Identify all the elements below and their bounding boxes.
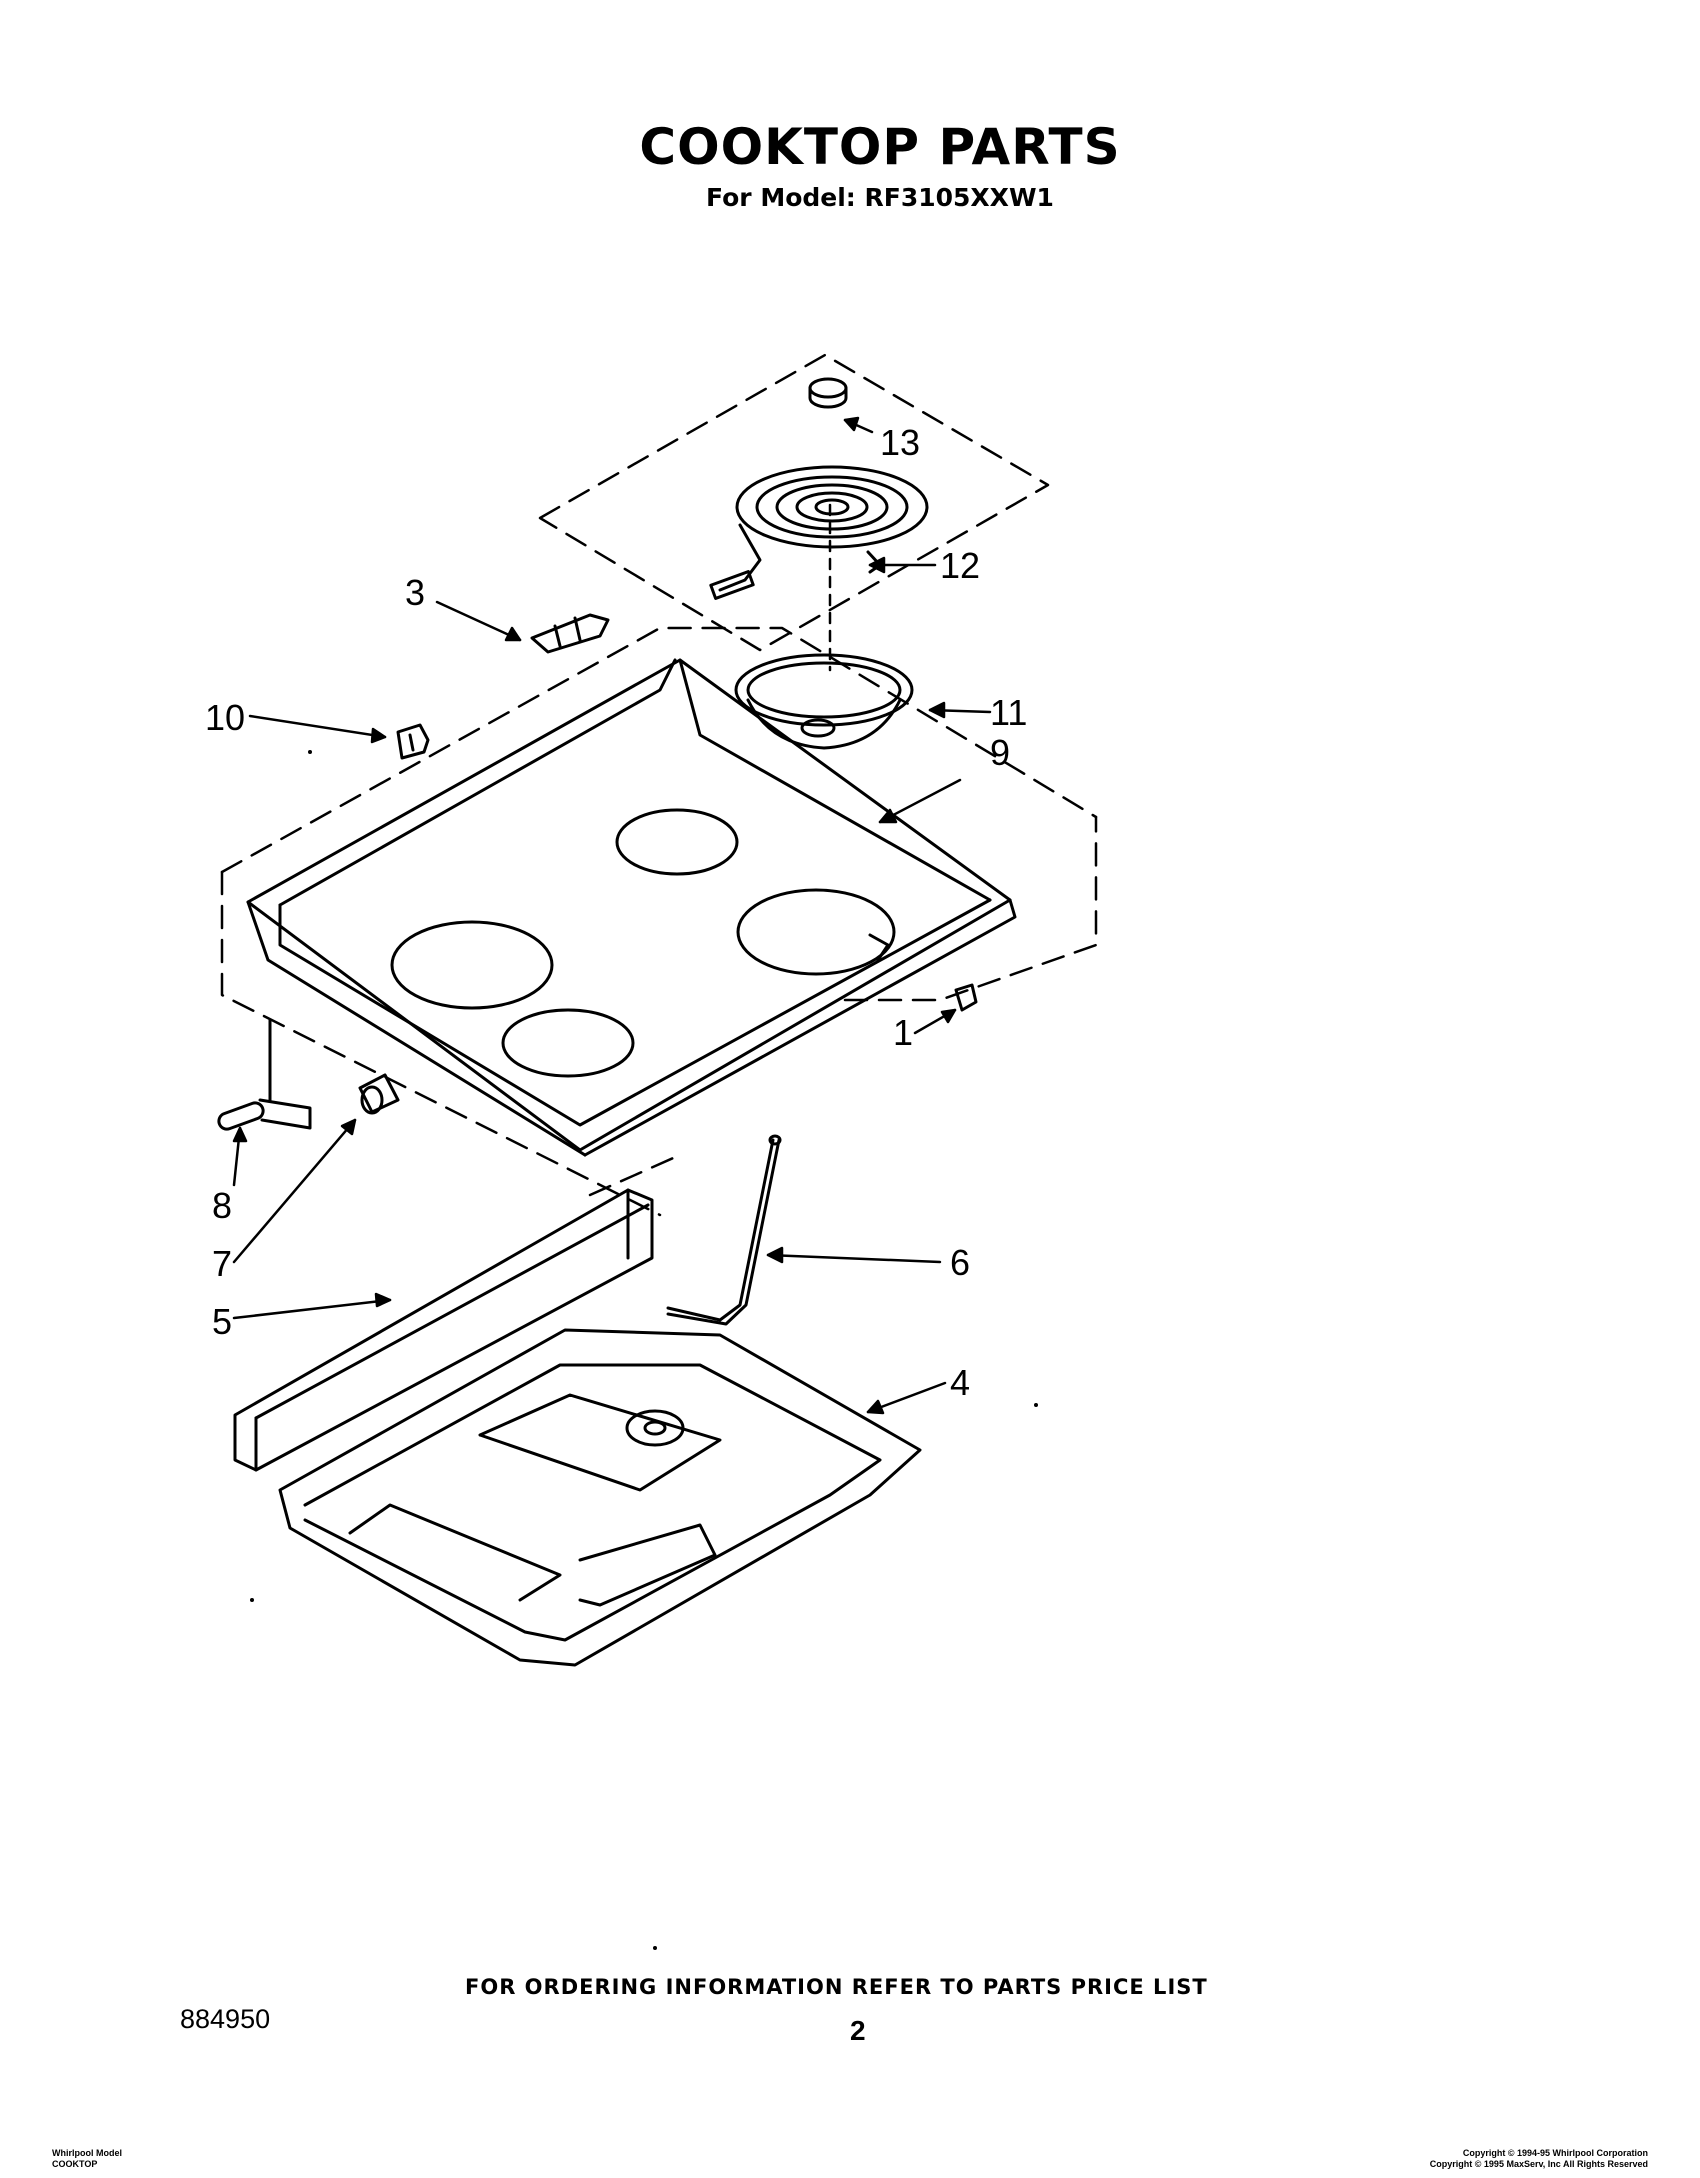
part-5-front-trim — [233, 1188, 654, 1472]
part-8-terminal-block — [217, 1018, 312, 1131]
callout-3: 3 — [405, 572, 425, 613]
page-title: COOKTOP PARTS — [639, 118, 1121, 176]
footer-right: Copyright © 1994-95 Whirlpool Corporatio… — [1430, 2148, 1648, 2170]
footer-left-line1: Whirlpool Model — [52, 2148, 122, 2158]
leader-lines — [232, 416, 992, 1415]
callout-1: 1 — [893, 1012, 913, 1053]
callout-9: 9 — [990, 732, 1010, 773]
footer-left-line2: COOKTOP — [52, 2159, 98, 2169]
callout-7: 7 — [212, 1243, 232, 1284]
callout-13: 13 — [880, 422, 920, 463]
part-13-cap — [808, 377, 848, 409]
document-number: 884950 — [180, 2004, 271, 2034]
callout-labels: 13 12 11 9 3 10 1 8 7 5 6 4 — [205, 422, 1027, 1403]
part-10-block — [396, 723, 430, 760]
part-12-surface-element — [709, 465, 929, 600]
part-3-clip — [530, 613, 610, 654]
ordering-note: FOR ORDERING INFORMATION REFER TO PARTS … — [465, 1975, 1208, 1999]
footer-copyright-2: Copyright © 1995 MaxServ, Inc All Rights… — [1429, 2159, 1648, 2169]
callout-6: 6 — [950, 1242, 970, 1283]
scan-dots — [250, 750, 1038, 1950]
part-11-drip-bowl — [734, 653, 914, 750]
assembly-dash-lines — [220, 353, 1098, 1217]
part-4-burner-box — [278, 1328, 922, 1667]
callout-11: 11 — [990, 692, 1027, 733]
part-9-cooktop — [246, 658, 1017, 1157]
callout-10: 10 — [205, 697, 245, 738]
callout-12: 12 — [940, 545, 980, 586]
callout-8: 8 — [212, 1185, 232, 1226]
page-number: 2 — [850, 2015, 866, 2046]
part-7-spacer — [358, 1073, 400, 1115]
model-subtitle: For Model: RF3105XXW1 — [706, 183, 1054, 212]
callout-4: 4 — [950, 1362, 970, 1403]
footer-left: Whirlpool Model COOKTOP — [52, 2148, 122, 2170]
part-6-rod — [666, 1134, 782, 1326]
callout-5: 5 — [212, 1301, 232, 1342]
footer-copyright-1: Copyright © 1994-95 Whirlpool Corporatio… — [1462, 2148, 1648, 2158]
